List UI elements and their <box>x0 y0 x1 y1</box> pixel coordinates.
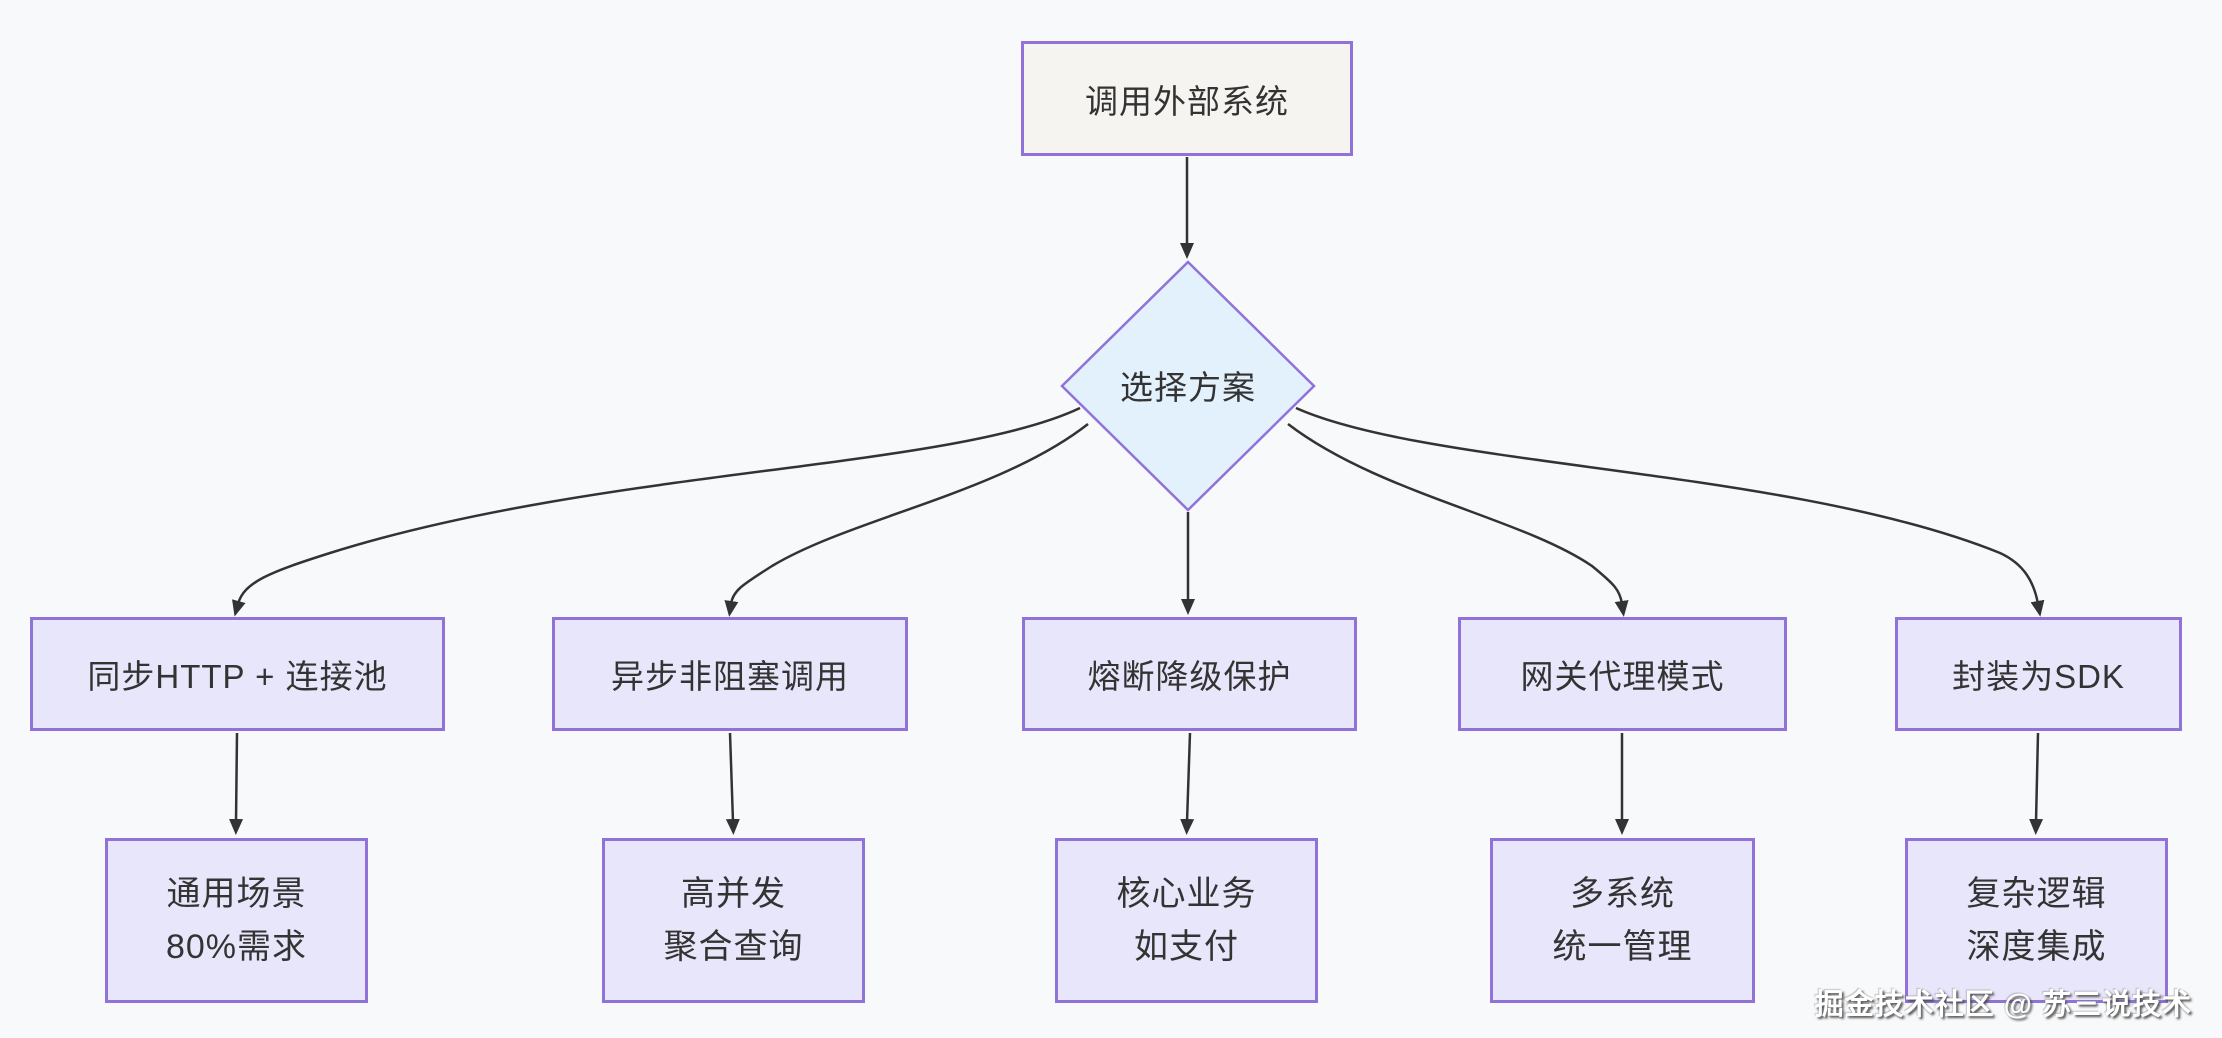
decision-diamond-shape <box>1060 260 1316 512</box>
node-detail-3: 核心业务 如支付 <box>1055 838 1318 1003</box>
node-detail-4-line1: 多系统 <box>1570 874 1675 913</box>
edge-decision-to-option-5 <box>1295 406 2045 617</box>
node-option-2: 异步非阻塞调用 <box>552 617 908 731</box>
node-root-label: 调用外部系统 <box>1085 82 1289 120</box>
watermark: 掘金技术社区 @ 苏三说技术 <box>1814 989 2192 1021</box>
node-detail-3-line1: 核心业务 <box>1116 874 1257 913</box>
node-detail-2: 高并发 聚合查询 <box>602 838 865 1003</box>
edge-decision-to-option-1 <box>232 406 1081 617</box>
node-option-4-label: 网关代理模式 <box>1520 658 1725 695</box>
node-option-2-label: 异步非阻塞调用 <box>611 658 849 695</box>
node-option-5-label: 封装为SDK <box>1952 658 2125 695</box>
node-detail-2-line1: 高并发 <box>681 874 786 913</box>
node-detail-1-line1: 通用场景 <box>166 874 307 913</box>
node-detail-5: 复杂逻辑 深度集成 <box>1905 838 2168 1003</box>
node-option-5: 封装为SDK <box>1895 617 2182 731</box>
node-detail-3-line2: 如支付 <box>1134 927 1239 966</box>
node-detail-4-line2: 统一管理 <box>1552 927 1693 966</box>
edge-option-5-to-detail-5 <box>2029 732 2044 835</box>
node-option-4: 网关代理模式 <box>1458 617 1787 731</box>
edge-decision-to-option-2 <box>724 423 1089 617</box>
node-option-1: 同步HTTP + 连接池 <box>30 617 445 731</box>
node-detail-1-line2: 80%需求 <box>165 927 308 966</box>
node-detail-4: 多系统 统一管理 <box>1490 838 1755 1003</box>
node-root: 调用外部系统 <box>1021 41 1353 156</box>
edge-decision-to-option-4 <box>1287 423 1629 617</box>
node-option-1-label: 同步HTTP + 连接池 <box>87 658 388 695</box>
edge-option-1-to-detail-1 <box>229 732 244 835</box>
node-option-3-label: 熔断降级保护 <box>1087 658 1292 695</box>
node-decision-label: 选择方案 <box>1120 369 1256 406</box>
node-detail-2-line2: 聚合查询 <box>663 927 804 966</box>
edge-option-2-to-detail-2 <box>725 732 740 835</box>
edge-option-3-to-detail-3 <box>1180 732 1195 835</box>
node-detail-5-line1: 复杂逻辑 <box>1966 874 2107 913</box>
node-option-3: 熔断降级保护 <box>1022 617 1357 731</box>
node-detail-5-line2: 深度集成 <box>1966 927 2107 966</box>
node-detail-1: 通用场景 80%需求 <box>105 838 368 1003</box>
node-decision: 选择方案 <box>1063 350 1313 420</box>
